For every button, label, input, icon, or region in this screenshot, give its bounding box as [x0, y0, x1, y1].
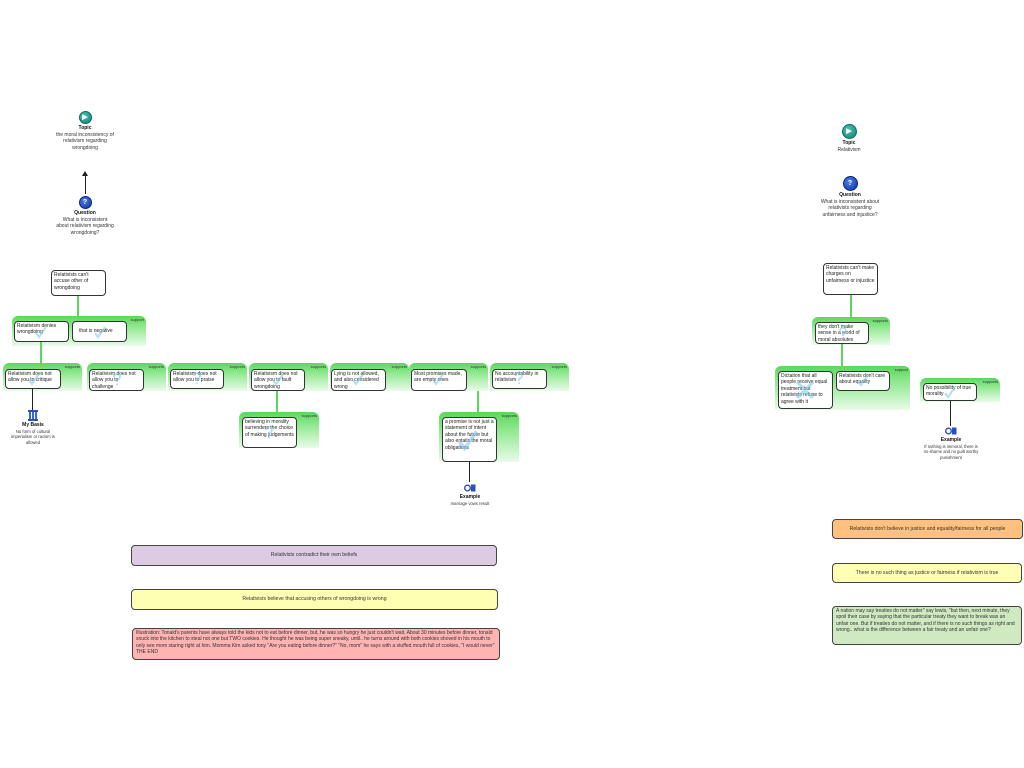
left-example-node[interactable]: Example marriage vows result	[436, 483, 504, 506]
left-topic-node[interactable]: ▶ Topic the moral inconsistency of relat…	[56, 111, 114, 151]
left-level2-claim[interactable]: Relativism does not allow you to challen…	[89, 369, 144, 391]
yellow-premise-bar[interactable]: Relativists believe that accusing others…	[131, 589, 498, 610]
lewis-quote-note[interactable]: A nation may say treaties do not matter"…	[832, 606, 1022, 645]
supports-tag: supports	[470, 364, 486, 369]
left-main-claim[interactable]: Relativists can't accuse other of wrongd…	[51, 270, 106, 296]
left-level1-claim[interactable]: Relativism denies wrongdoing	[14, 321, 69, 342]
example-icon	[464, 483, 476, 493]
orange-conclusion-bar[interactable]: Relativists don't believe in justice and…	[832, 519, 1023, 539]
right-main-claim[interactable]: Relativists can't make charges on unfair…	[823, 263, 878, 295]
left-basis-node[interactable]: My Basis No form of cultural imperialism…	[6, 410, 60, 445]
connector-line	[32, 389, 33, 410]
example-text: marriage vows result	[450, 500, 490, 506]
topic-icon: ▶	[78, 111, 92, 124]
yellow-premise-bar[interactable]: There is no such thing as justice or fai…	[832, 563, 1022, 583]
right-topic-label: Topic	[842, 140, 856, 146]
left-level2-claim[interactable]: Relativism does not allow you to praise	[170, 369, 224, 389]
example-icon	[945, 426, 957, 436]
connector-line	[84, 176, 86, 194]
supports-tag: supports	[872, 318, 888, 323]
left-sub-claim[interactable]: believing in morality surrenders the cho…	[242, 417, 297, 448]
topic-icon: ▶	[841, 124, 857, 139]
left-topic-label: Topic	[78, 125, 92, 131]
connector-stem	[477, 391, 479, 412]
connector-stem	[841, 344, 843, 366]
right-topic-node[interactable]: ▶ Topic Relativism	[820, 124, 878, 153]
left-level1-claim[interactable]: that is negative	[72, 321, 127, 342]
left-level2-claim[interactable]: Relativism does not allow you to fault w…	[251, 369, 305, 391]
left-level2-claim[interactable]: Lying is not allowed, and also considere…	[331, 369, 386, 391]
right-topic-text: Relativism	[837, 146, 861, 153]
purple-conclusion-bar[interactable]: Relativists contradict their own beliefs	[131, 545, 497, 566]
right-question-text: What is inconsistent about relativists r…	[820, 198, 880, 218]
supports-tag: supports	[148, 364, 164, 369]
basis-pillar-icon	[28, 410, 38, 421]
example-label: Example	[459, 494, 481, 500]
example-text: If nothing is immoral, there is no shame…	[923, 443, 979, 460]
left-question-label: Question	[74, 210, 96, 216]
supports-tag: supports	[391, 364, 407, 369]
right-example-node[interactable]: Example If nothing is immoral, there is …	[922, 426, 980, 460]
supports-tag: supports	[229, 364, 245, 369]
supports-tag: supports	[982, 379, 998, 384]
supports-tag: supports	[64, 364, 80, 369]
right-level1-claim[interactable]: they don't make sense in a world of mora…	[815, 322, 869, 344]
right-question-label: Question	[839, 192, 861, 198]
example-label: Example	[940, 437, 962, 443]
connector-line	[950, 401, 951, 426]
support-tag: support	[894, 367, 908, 372]
question-icon: ?	[842, 176, 858, 191]
left-sub-claim[interactable]: a promise is not just a statement of int…	[442, 417, 497, 462]
connector-line	[469, 462, 470, 482]
right-question-node[interactable]: ? Question What is inconsistent about re…	[820, 176, 880, 218]
connector-stem	[276, 391, 278, 412]
supports-tag: supports	[551, 364, 567, 369]
right-level2-claim[interactable]: Relativists don't care about equality	[836, 371, 890, 391]
right-level2-claim[interactable]: Dictation that all people receive equal …	[778, 371, 833, 409]
left-topic-text: the moral inconsistency of relativism re…	[56, 131, 114, 151]
connector-stem	[40, 342, 42, 364]
basis-text: No form of cultural imperialism or racis…	[11, 428, 55, 445]
connector-stem	[850, 295, 852, 317]
left-question-node[interactable]: ? Question What is inconsistent about re…	[56, 196, 114, 236]
left-level2-claim[interactable]: Most promises made, are empty ones	[411, 369, 467, 391]
connector-stem	[77, 296, 79, 316]
basis-label: My Basis	[22, 422, 44, 428]
left-level2-claim[interactable]: Relativism does not allow you to critiqu…	[5, 369, 61, 389]
question-icon: ?	[78, 196, 92, 209]
support-tag: support	[130, 317, 144, 322]
left-level2-claim[interactable]: No accountability in relativism	[492, 369, 547, 389]
supports-tag: supports	[301, 413, 317, 418]
supports-tag: supports	[501, 413, 517, 418]
supports-tag: supports	[310, 364, 326, 369]
left-question-text: What is inconsistent about relativism re…	[56, 216, 114, 236]
right-side-claim[interactable]: No possibility of true morality	[923, 383, 977, 401]
illustration-note[interactable]: Illustration: Tonald's parents have alwa…	[132, 628, 500, 660]
arrow-head-icon	[82, 171, 88, 176]
